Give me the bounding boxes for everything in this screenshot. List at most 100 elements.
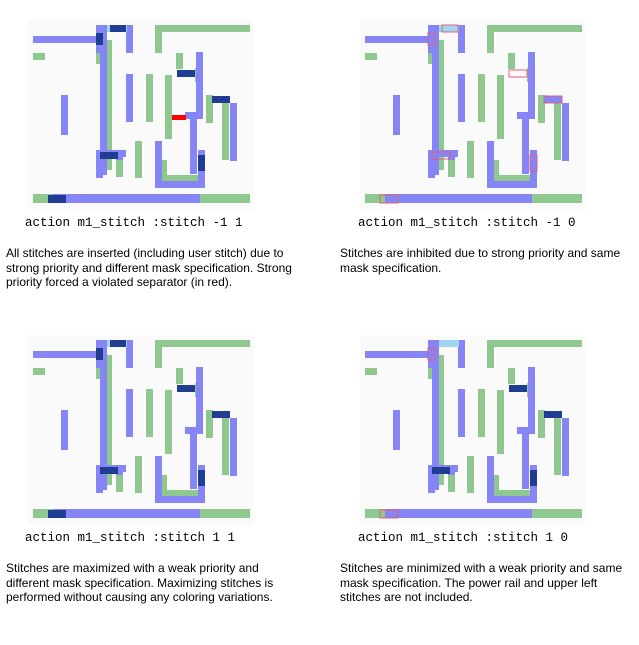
stitch	[177, 70, 195, 77]
green-shape	[448, 155, 455, 177]
green-shape	[538, 95, 545, 123]
blue-shape	[428, 150, 458, 157]
blue-shape	[487, 456, 494, 496]
blue-trunk	[432, 340, 439, 490]
blue-shape	[458, 340, 465, 368]
power-rail	[53, 509, 250, 518]
green-rail-end	[532, 194, 582, 203]
command-text: action m1_stitch :stitch 1 1	[25, 531, 236, 545]
green-shape	[160, 160, 167, 182]
green-shape	[497, 390, 504, 454]
green-shape	[176, 368, 183, 384]
blue-shape	[96, 150, 103, 178]
stitch-outline	[529, 154, 538, 172]
green-rail-end	[532, 509, 582, 518]
blue-trunk	[100, 340, 107, 490]
stitch	[110, 340, 126, 347]
green-shape	[497, 75, 504, 139]
blue-shape	[487, 496, 537, 503]
stitch	[96, 33, 103, 45]
stitch	[509, 385, 527, 392]
stitch-outline	[508, 69, 528, 78]
green-shape	[478, 389, 485, 437]
green-shape	[160, 175, 205, 182]
stitch	[198, 470, 205, 486]
stitch	[48, 510, 66, 518]
green-shape	[135, 141, 142, 178]
stitch-outline	[427, 347, 436, 361]
blue-shape	[196, 367, 203, 427]
blue-shape	[393, 95, 400, 135]
layout-diagram	[360, 20, 585, 210]
blue-shape	[448, 465, 455, 475]
stitch	[198, 155, 205, 171]
green-shape	[508, 368, 515, 384]
green-shape	[492, 490, 537, 497]
green-shape	[222, 100, 229, 160]
green-shape	[116, 470, 123, 492]
blue-shape	[428, 340, 435, 368]
stitch	[530, 470, 537, 486]
blue-shape	[155, 141, 162, 181]
command-text: action m1_stitch :stitch -1 1	[25, 216, 243, 230]
layout-diagram	[28, 335, 253, 525]
blue-shape	[365, 36, 435, 43]
green-shape	[487, 25, 494, 53]
blue-shape	[126, 25, 133, 53]
blue-shape	[61, 95, 68, 135]
stitch	[96, 348, 103, 360]
stitch-outline	[427, 32, 436, 46]
green-shape	[492, 175, 537, 182]
blue-shape	[528, 52, 535, 112]
stitch-outline	[431, 151, 451, 160]
green-shape	[165, 390, 172, 454]
green-rail-end	[200, 509, 250, 518]
blue-shape	[126, 389, 133, 437]
green-shape	[487, 25, 582, 32]
green-shape	[33, 368, 45, 375]
green-shape	[478, 74, 485, 122]
blue-shape	[544, 96, 562, 103]
blue-shape	[155, 181, 205, 188]
blue-shape	[448, 150, 455, 160]
green-shape	[135, 456, 142, 493]
command-text: action m1_stitch :stitch 1 0	[358, 531, 569, 545]
blue-shape	[116, 150, 123, 160]
green-shape	[492, 475, 499, 497]
green-shape	[448, 470, 455, 492]
green-rail-end	[200, 194, 250, 203]
blue-shape	[528, 367, 535, 427]
stitch	[110, 25, 126, 32]
stitch-outline	[379, 194, 399, 204]
green-shape	[467, 141, 474, 178]
blue-trunk	[432, 25, 439, 175]
green-shape	[365, 368, 377, 375]
green-shape	[165, 75, 172, 139]
green-shape	[155, 340, 250, 347]
green-shape	[146, 389, 153, 437]
blue-shape	[190, 112, 197, 174]
stitch-outline	[441, 24, 459, 33]
stitch	[100, 467, 118, 474]
green-shape	[146, 74, 153, 122]
blue-shape	[562, 418, 569, 476]
green-shape	[155, 340, 162, 368]
description-text: Stitches are minimized with a weak prior…	[340, 561, 623, 604]
green-shape	[160, 475, 167, 497]
blue-shape	[530, 150, 537, 188]
green-shape	[222, 415, 229, 475]
blue-shape	[196, 52, 203, 112]
blue-shape	[428, 465, 435, 493]
blue-shape	[61, 410, 68, 450]
stitch	[177, 385, 195, 392]
blue-shape	[522, 427, 529, 489]
blue-shape	[116, 465, 123, 475]
description-text: Stitches are inhibited due to strong pri…	[340, 246, 621, 275]
power-rail	[385, 194, 582, 203]
description-text: All stitches are inserted (including use…	[6, 246, 292, 289]
layout-diagram	[360, 335, 585, 525]
green-shape	[116, 155, 123, 177]
user-stitch-marker	[439, 340, 459, 347]
stitch	[48, 195, 66, 203]
green-shape	[467, 456, 474, 493]
